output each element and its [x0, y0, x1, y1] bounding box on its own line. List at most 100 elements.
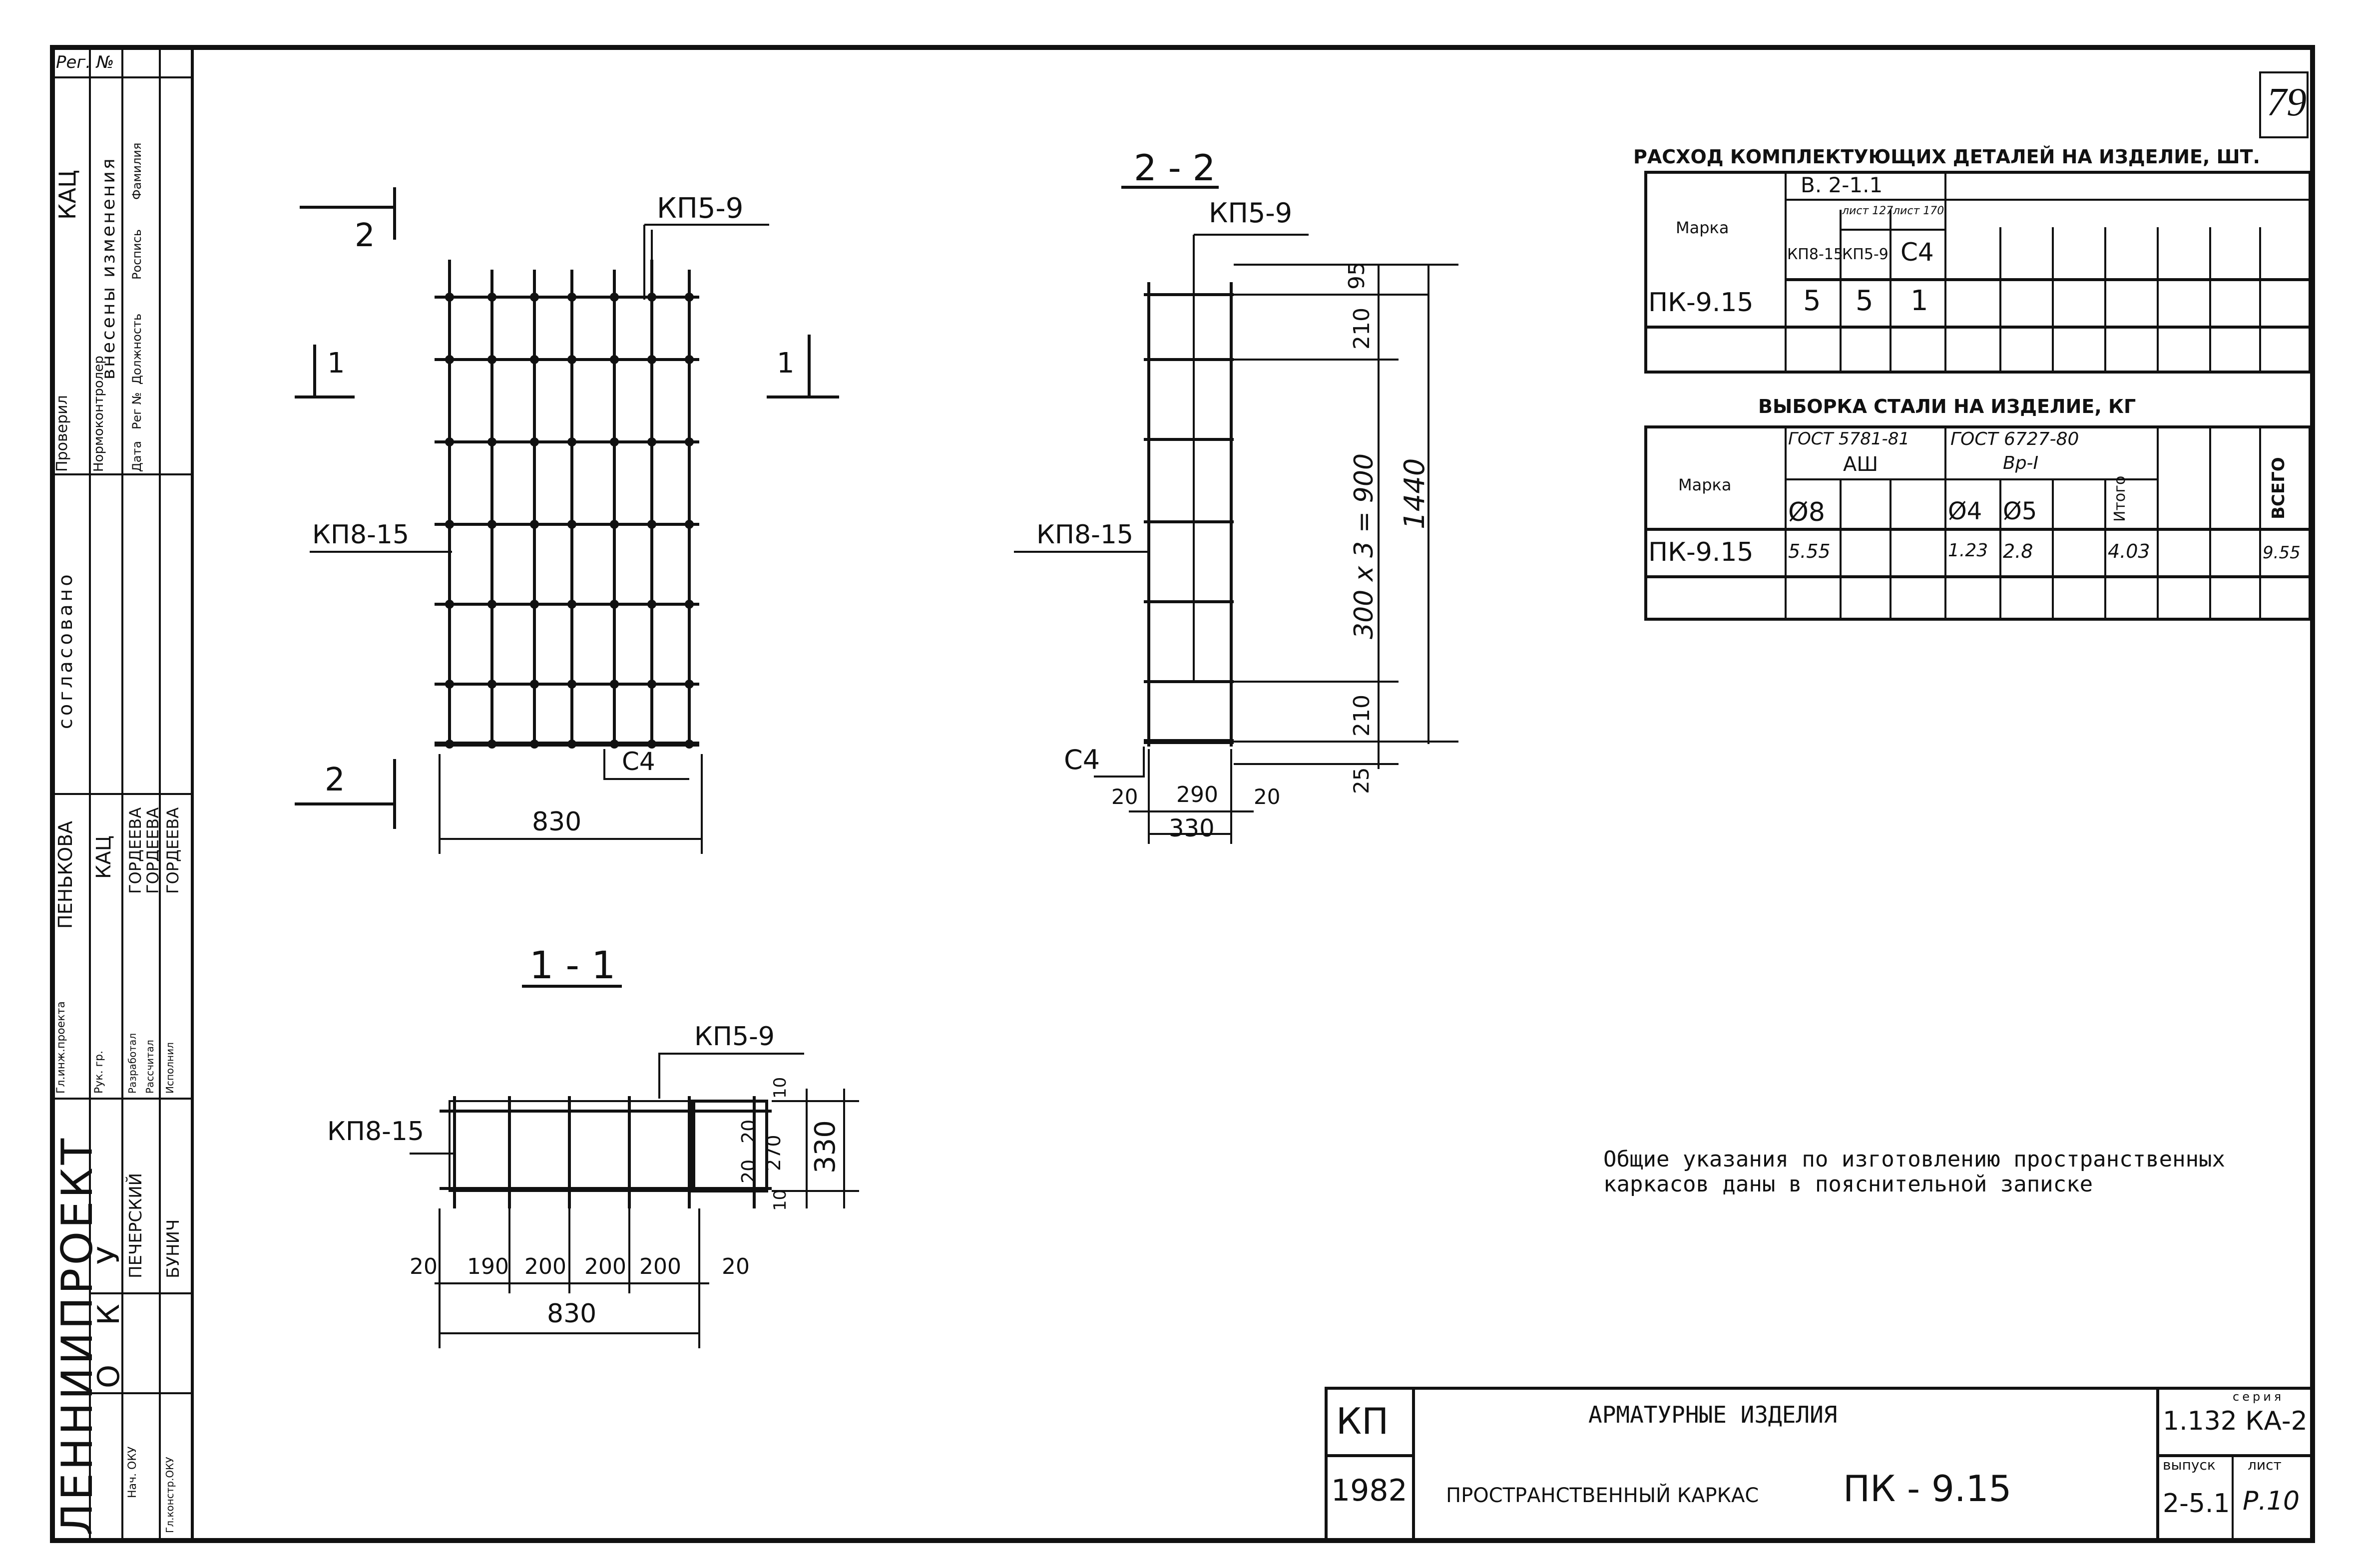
stamp-role: Исполнил [164, 1042, 176, 1094]
rebar-crossing-dot [647, 680, 656, 689]
rebar-crossing-dot [610, 355, 619, 364]
title-block-issue-label: выпуск [2163, 1457, 2216, 1473]
rebar-crossing-dot [647, 355, 656, 364]
section-1-1-dim-bottom-2: 200 [524, 1254, 566, 1279]
table-steel-row-mark: ПК-9.15 [1648, 537, 1754, 567]
table-parts-col: С4 [1900, 238, 1934, 267]
section-2-2-dim-95: 95 [1344, 262, 1370, 290]
table-steel-col-d5: Ø5 [2003, 497, 2037, 525]
rebar-crossing-dot [445, 600, 454, 609]
rebar-crossing-dot [567, 680, 576, 689]
rebar-crossing-dot [530, 600, 539, 609]
stamp-name: ГОРДЕЕВА [126, 807, 145, 894]
table-steel-col-total: ВСЕГО [2269, 457, 2289, 519]
section-2-2-title: 2 - 2 [1134, 147, 1216, 189]
title-block-series: 1.132 КА-2 [2163, 1406, 2308, 1436]
table-parts-cell: 5 [1856, 285, 1874, 317]
rebar-crossing-dot [610, 437, 619, 446]
plan-dim-width: 830 [532, 807, 582, 837]
table-parts-col: КП5-9 [1842, 246, 1889, 263]
table-steel-cell-d8: 5.55 [1788, 540, 1831, 562]
title-block-issue: 2-5.1 [2163, 1489, 2230, 1519]
title-block-grid [1325, 1387, 2314, 1542]
general-note-line2: каркасов даны в пояснительной записке [1603, 1172, 2093, 1197]
section-1-1-dim-right-total: 330 [809, 1120, 842, 1174]
table-steel-cell-d4: 1.23 [1948, 540, 1988, 561]
rebar-crossing-dot [567, 437, 576, 446]
table-steel-gost2: ГОСТ 6727-80 [1950, 429, 2079, 449]
table-parts-col: КП8-15 [1787, 246, 1843, 263]
stamp-dept: О К У [91, 1231, 126, 1388]
stamp-reg-no: Рег. № [56, 52, 114, 72]
rebar-crossing-dot [610, 600, 619, 609]
section-1-1-label-kp5: КП5-9 [694, 1022, 775, 1052]
sheet-number-box [2259, 71, 2309, 138]
stamp-checked: Проверил [53, 395, 71, 472]
rebar-crossing-dot [445, 293, 454, 302]
plan-label-c4: С4 [622, 747, 655, 776]
stamp-role: Гл.констр.ОКУ [164, 1457, 176, 1533]
rebar-crossing-dot [647, 520, 656, 529]
rebar-crossing-dot [530, 355, 539, 364]
rebar-crossing-dot [685, 437, 694, 446]
table-steel-cell-total: 9.55 [2263, 543, 2301, 563]
stamp-name: КАЦ [92, 835, 115, 879]
plan-cut-1-left: 1 [327, 347, 345, 380]
rebar-crossing-dot [685, 293, 694, 302]
rebar-crossing-dot [567, 740, 576, 749]
title-block-year: 1982 [1331, 1473, 1408, 1508]
rebar-crossing-dot [445, 437, 454, 446]
rebar-crossing-dot [610, 520, 619, 529]
table-steel-title: ВЫБОРКА СТАЛИ НА ИЗДЕЛИЕ, КГ [1758, 395, 2136, 417]
rebar-crossing-dot [685, 680, 694, 689]
section-1-1-dim-bottom-5: 20 [722, 1254, 750, 1279]
rebar-crossing-dot [647, 600, 656, 609]
rebar-crossing-dot [610, 740, 619, 749]
section-1-1-dim-right-4: 10 [770, 1189, 790, 1211]
table-steel-grid [1644, 425, 2312, 621]
section-2-2-dim-bottom-right: 20 [1254, 784, 1281, 809]
stamp-changes-header: внесены изменения [98, 156, 119, 380]
rebar-crossing-dot [567, 355, 576, 364]
table-steel-gost1: ГОСТ 5781-81 [1788, 429, 1910, 449]
plan-label-kp8: КП8-15 [312, 520, 410, 550]
rebar-crossing-dot [685, 600, 694, 609]
rebar-crossing-dot [530, 740, 539, 749]
section-2-2-drawing [1014, 186, 1458, 844]
rebar-crossing-dot [487, 680, 496, 689]
section-2-2-label-c4: С4 [1064, 744, 1100, 776]
plan-label-kp5: КП5-9 [657, 192, 744, 225]
table-steel-gost2-class: Вр-I [2003, 453, 2039, 473]
title-block-series-label: серия [2233, 1390, 2285, 1404]
section-1-1-dim-bottom-4: 200 [639, 1254, 681, 1279]
rebar-crossing-dot [685, 520, 694, 529]
stamp-role: Гл.инж.проекта [55, 1001, 67, 1094]
title-block-code: КП [1336, 1400, 1389, 1442]
rebar-crossing-dot [530, 680, 539, 689]
section-1-1-title: 1 - 1 [529, 943, 616, 987]
table-parts-sheet-2: лист 170 [1893, 205, 1944, 217]
table-steel-col-mark: Марка [1678, 475, 1732, 494]
table-parts-grid [1644, 171, 2312, 374]
sheet-number: 79 [2267, 80, 2307, 124]
rebar-crossing-dot [647, 437, 656, 446]
section-1-1-dim-right-0: 10 [770, 1077, 790, 1099]
rebar-crossing-dot [487, 437, 496, 446]
title-block-sheet-label: лист [2248, 1457, 2282, 1473]
table-steel-cell-d5: 2.8 [2003, 540, 2033, 562]
title-block-title1: АРМАТУРНЫЕ ИЗДЕЛИЯ [1588, 1401, 1838, 1428]
table-steel-gost1-class: АШ [1843, 453, 1879, 476]
title-block-product: ПК - 9.15 [1843, 1468, 2012, 1510]
section-1-1-dim-bottom-3: 200 [584, 1254, 626, 1279]
stamp-agreed: согласовано [54, 571, 76, 729]
rebar-crossing-dot [685, 355, 694, 364]
table-parts-cell: 1 [1910, 285, 1928, 317]
section-2-2-dim-bottom-mid: 290 [1176, 782, 1218, 807]
stamp-change-col-position: Должность [130, 313, 144, 385]
stamp-name: ПЕНЬКОВА [54, 820, 76, 929]
section-1-1-dim-right-2: 270 [763, 1135, 785, 1171]
stamp-kac: КАЦ [54, 170, 81, 220]
section-2-2-dim-25: 25 [1349, 767, 1374, 794]
section-1-1-drawing [410, 985, 859, 1348]
